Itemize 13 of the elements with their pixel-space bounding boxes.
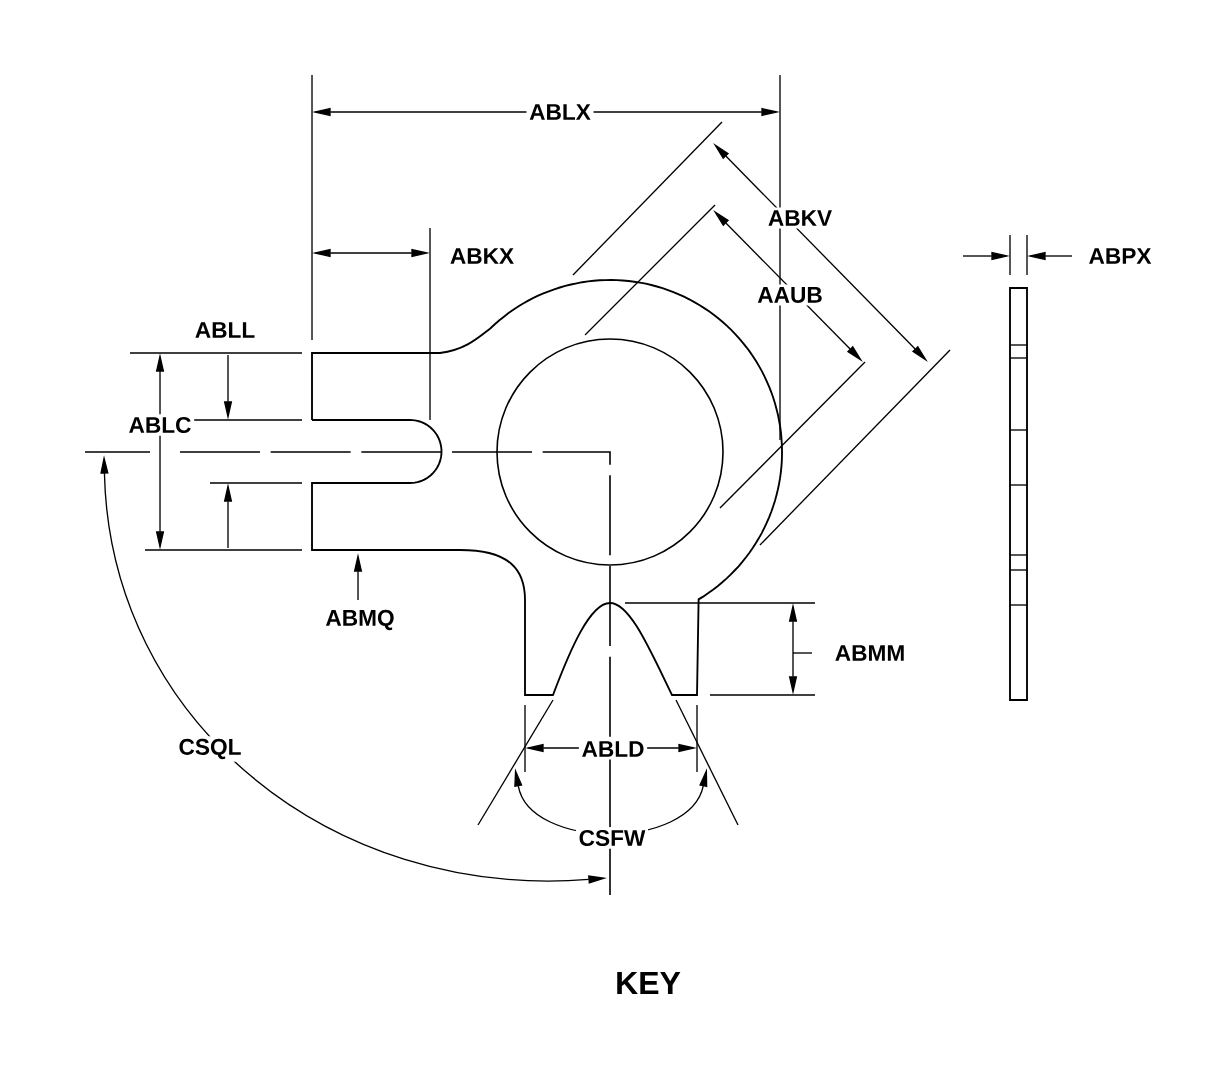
dimension-label: ABKV xyxy=(765,207,835,229)
dimension-label: ABLC xyxy=(125,414,195,436)
dimension-label: AAUB xyxy=(754,284,826,306)
dimension-label: ABMQ xyxy=(322,607,398,633)
dimension-label: ABLD xyxy=(578,738,648,760)
dimension-label: ABPX xyxy=(1085,245,1155,267)
dimension-label: ABLX xyxy=(526,101,594,123)
dimension-label: CSFW xyxy=(575,827,649,849)
dimension-label: CSQL xyxy=(175,736,245,762)
dimension-label: ABLL xyxy=(192,319,258,341)
dimension-label: ABMM xyxy=(832,642,908,664)
caption: KEY xyxy=(617,972,681,994)
dimension-label: ABKX xyxy=(447,245,517,267)
